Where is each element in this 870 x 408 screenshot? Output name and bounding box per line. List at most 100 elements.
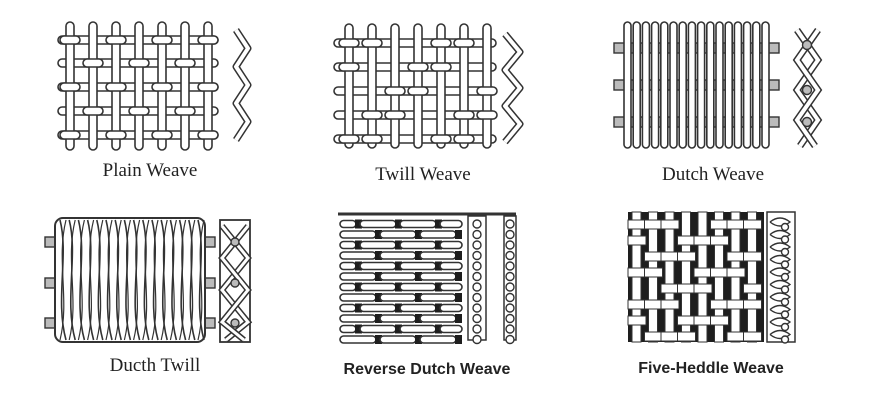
wire-section [505, 271, 515, 282]
warp-wire [114, 219, 122, 341]
mesh-body [54, 217, 206, 343]
warp-section [435, 240, 442, 250]
wire-section [472, 303, 482, 313]
side-wire [769, 229, 792, 240]
weft-wire [743, 283, 762, 294]
wire-section [472, 324, 482, 334]
weft-wire [359, 282, 397, 292]
side-wire [769, 242, 792, 252]
wire-section [230, 318, 240, 328]
warp-section [375, 272, 382, 281]
weft-wire [82, 58, 104, 68]
wire-section [472, 334, 482, 345]
wire-section [801, 116, 813, 128]
side-wire [794, 28, 821, 148]
weft-wire [439, 303, 463, 313]
warp-section [435, 282, 442, 292]
weft-wire [339, 272, 377, 281]
weft-wire [743, 331, 762, 342]
shute-wire [613, 79, 780, 91]
weft-wire [419, 272, 457, 281]
weft-wire [151, 82, 173, 92]
side-wire [769, 254, 792, 265]
warp-wire [77, 219, 86, 341]
weft-wire [453, 110, 475, 120]
weft-wire [660, 283, 680, 294]
weft-wire [430, 134, 452, 144]
weft-wire [419, 251, 457, 260]
wire-section [505, 261, 515, 271]
warp-section [355, 240, 362, 250]
weft-wire [197, 35, 219, 45]
weft-wire [339, 240, 357, 250]
warp-section [395, 219, 402, 229]
warp-section [415, 293, 422, 302]
warp-wire [68, 219, 76, 341]
weft-wire [476, 110, 498, 120]
wire-section [780, 285, 790, 294]
weft-wire [338, 62, 360, 72]
wire-section [780, 247, 790, 257]
dutch-weave-illustration [613, 21, 823, 149]
warp-section [415, 314, 422, 323]
weft-wire [419, 335, 457, 344]
weft-wire [677, 283, 696, 294]
warp-section [375, 230, 382, 239]
wire-section [780, 322, 790, 332]
shute-wire [613, 116, 780, 128]
weft-wire [660, 251, 680, 262]
warp-section [375, 314, 382, 323]
side-wire [220, 225, 251, 342]
wire-section [472, 240, 482, 250]
warp-wire [105, 219, 113, 341]
warp-section [435, 219, 442, 229]
weft-wire [660, 299, 680, 310]
warp-wire [133, 219, 141, 341]
weft-wire [82, 106, 104, 116]
warp-wire [751, 21, 761, 149]
warp-wire [482, 23, 492, 149]
weft-wire [379, 335, 417, 344]
warp-wire [151, 219, 159, 341]
weft-wire [710, 267, 729, 278]
warp-wire [178, 219, 187, 341]
warp-section [455, 251, 462, 260]
warp-wire [761, 21, 770, 149]
warp-wire [151, 219, 159, 341]
weft-wire [439, 240, 463, 250]
warp-section [455, 293, 462, 302]
weft-wire [726, 299, 746, 310]
wire-section [505, 250, 515, 261]
weft-wire [399, 282, 437, 292]
weft-wire [644, 331, 663, 342]
warp-section [355, 303, 362, 313]
weft-wire [359, 261, 397, 271]
weft-wire [627, 235, 647, 246]
weft-wire [59, 82, 81, 92]
weft-wire [339, 219, 357, 229]
five-heddle-weave-illustration [627, 211, 796, 344]
wire-section [801, 39, 813, 51]
weft-wire [677, 251, 696, 262]
warp-section [355, 324, 362, 334]
warp-section [395, 240, 402, 250]
weft-wire [644, 251, 663, 262]
wire-section [780, 335, 790, 344]
wire-section [505, 324, 515, 334]
weft-wire [693, 235, 713, 246]
warp-wire [142, 219, 150, 341]
weft-wire [379, 314, 417, 323]
weft-wire [430, 38, 452, 48]
warp-wire [169, 219, 177, 341]
weft-wire [430, 62, 452, 72]
weft-wire [419, 293, 457, 302]
weft-wire [726, 219, 746, 230]
warp-wire [160, 219, 168, 341]
dutch-twill-illustration [44, 217, 253, 343]
side-wire [769, 279, 792, 290]
wire-section [801, 84, 813, 96]
warp-wire [664, 211, 675, 343]
warp-wire [105, 219, 113, 341]
weft-wire [174, 106, 196, 116]
weft-wire [743, 299, 762, 310]
